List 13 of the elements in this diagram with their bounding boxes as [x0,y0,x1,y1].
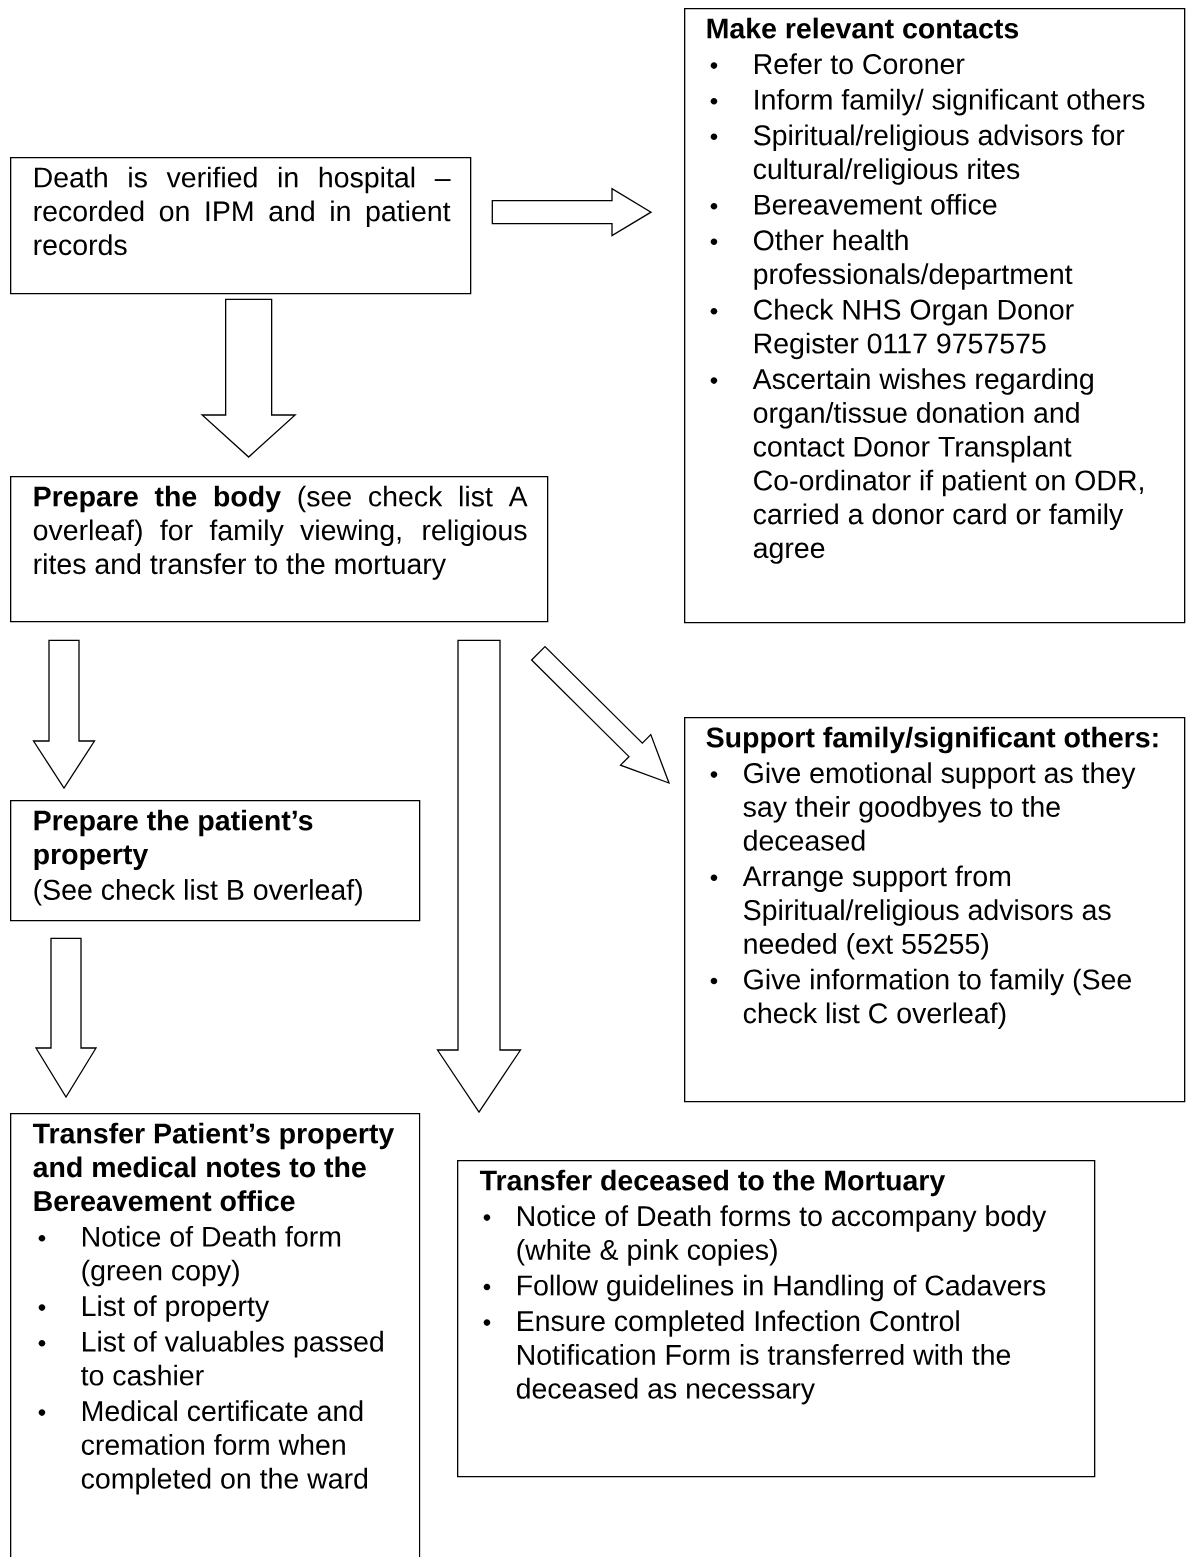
block-arrow [491,187,653,237]
process-box: Transfer deceased to the Mortuary Notice of Death forms to accompany body (white & pink copies) Follow guidelines in Handling of Cadavers Ensure completed Infection Control Notification Form is transferred with the deceased as necessary [457,1160,1096,1478]
process-box: Prepare the patient’s property (See check list B overleaf) [10,800,421,922]
process-box: Transfer Patient’s property and medical notes to the Bereavement office Notice of Death form (green copy) List of property List of valuables passed to cashier Medical certificate and cremation form when completed on the ward [10,1113,421,1557]
block-arrow [436,639,522,1114]
block-arrow [34,937,98,1099]
block-arrow [530,645,671,785]
process-box: Death is verified in hospital – recorded on IPM and in patient records [10,157,472,295]
process-box: Prepare the body (see check list A overleaf) for family viewing, religious rites and transfer to the mortuary [10,476,549,623]
process-box: Support family/significant others: Give emotional support as they say their goodbyes to the deceased Arrange support from Spiritual/religious advisors as needed (ext 55255) Give information to family (See check list C overleaf) [684,717,1186,1103]
block-arrow [200,298,297,458]
process-box: Make relevant contacts Refer to Coroner Inform family/ significant others Spiritual/religious advisors for cultural/religious rites Bereavement office Other health professionals/department Check NHS Organ Donor Register 0117 9757575 Ascertain wishes regarding organ/tissue donation and contact Donor Transplant Co-ordinator if patient on ODR, carried a donor card or family agree [684,8,1186,624]
block-arrow [32,639,96,790]
